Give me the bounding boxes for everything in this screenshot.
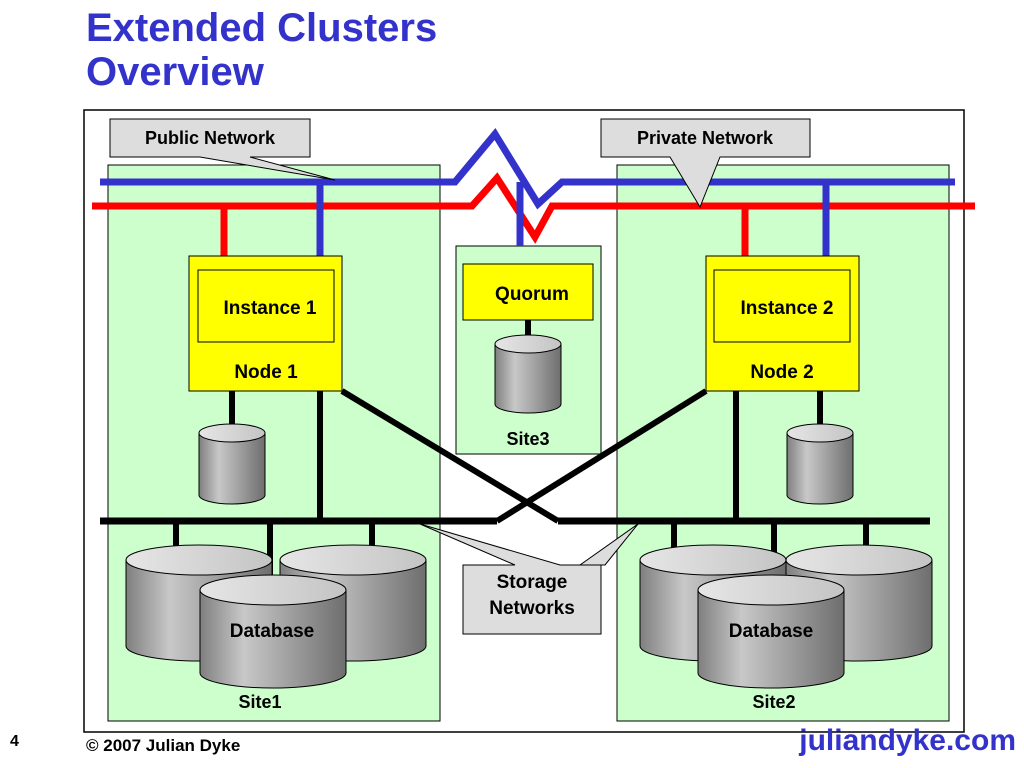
site2-label: Site2	[752, 692, 795, 712]
private-network-line	[92, 172, 975, 244]
title-line-1: Extended Clusters	[86, 6, 438, 50]
node2-local-disk-icon	[786, 423, 854, 505]
site1-label: Site1	[238, 692, 281, 712]
storage-networks-label-line2: Networks	[489, 598, 575, 619]
slide-title: Extended Clusters Overview	[86, 6, 437, 94]
public-network-line	[100, 128, 955, 210]
quorum-disk-icon	[494, 334, 562, 414]
slide-number: 4	[10, 733, 19, 750]
instance-1	[197, 269, 335, 343]
node1-to-site2-storage-link	[340, 388, 560, 524]
storage-networks-label-line1: Storage	[497, 572, 568, 593]
site2-database-label: Database	[729, 621, 814, 642]
instance-2-label: Instance 2	[741, 298, 834, 319]
quorum-label: Quorum	[495, 284, 569, 305]
instance-1-label: Instance 1	[224, 298, 317, 319]
node-1-label: Node 1	[234, 362, 298, 383]
copyright-notice: © 2007 Julian Dyke	[86, 736, 241, 755]
node1-local-disk-icon	[198, 423, 266, 505]
site1-database-label: Database	[230, 621, 315, 642]
node2-to-site1-storage-link	[495, 388, 708, 524]
public-network-label: Public Network	[145, 128, 276, 148]
node-2-label: Node 2	[750, 362, 813, 383]
site3-label: Site3	[506, 429, 549, 449]
instance-2	[713, 269, 851, 343]
node-1: Instance 1 Node 1	[188, 255, 343, 392]
title-line-2: Overview	[86, 50, 264, 94]
site2-database-disk-front-icon	[697, 574, 845, 689]
private-network-callout: Private Network	[600, 118, 811, 209]
public-network-callout: Public Network	[109, 118, 336, 181]
quorum: Quorum	[462, 263, 594, 321]
private-network-label: Private Network	[637, 128, 774, 148]
site1-database-disk-front-icon	[199, 574, 347, 689]
node-2: Instance 2 Node 2	[705, 255, 860, 392]
storage-networks-callout: Storage Networks	[419, 523, 639, 635]
brand-logo-text: juliandyke.com	[799, 724, 1016, 757]
